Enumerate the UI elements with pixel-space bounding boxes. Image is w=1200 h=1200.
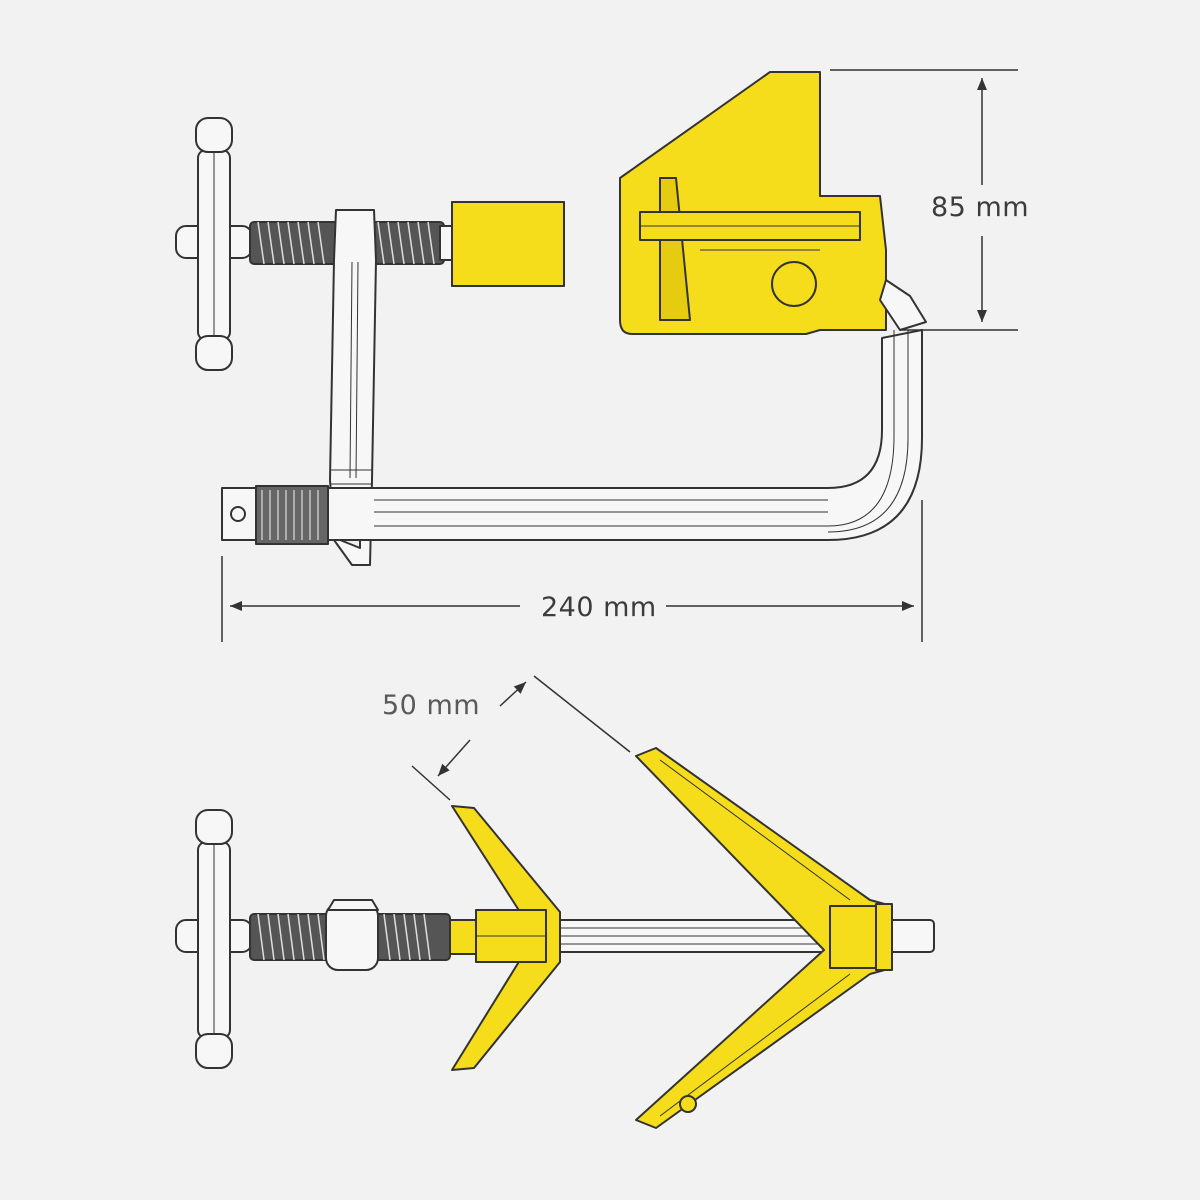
jaw-dimension-label: 50 mm — [382, 690, 481, 721]
dimension-lines — [411, 675, 631, 801]
top-view — [175, 675, 935, 1129]
height-dimension-label: 85 mm — [931, 192, 1030, 223]
t-handle-icon — [175, 117, 253, 371]
t-handle-icon — [175, 809, 253, 1069]
threaded-spindle-icon — [249, 899, 477, 971]
side-view — [175, 69, 1018, 642]
clamp-bar-icon — [221, 329, 923, 545]
v-jaw-icon — [635, 747, 893, 1129]
length-dimension-label: 240 mm — [533, 594, 665, 621]
v-jaw-icon — [451, 805, 561, 1071]
v-jaw-icon — [619, 71, 927, 335]
dimension-lines — [221, 69, 1018, 642]
pressure-pad — [451, 201, 565, 287]
